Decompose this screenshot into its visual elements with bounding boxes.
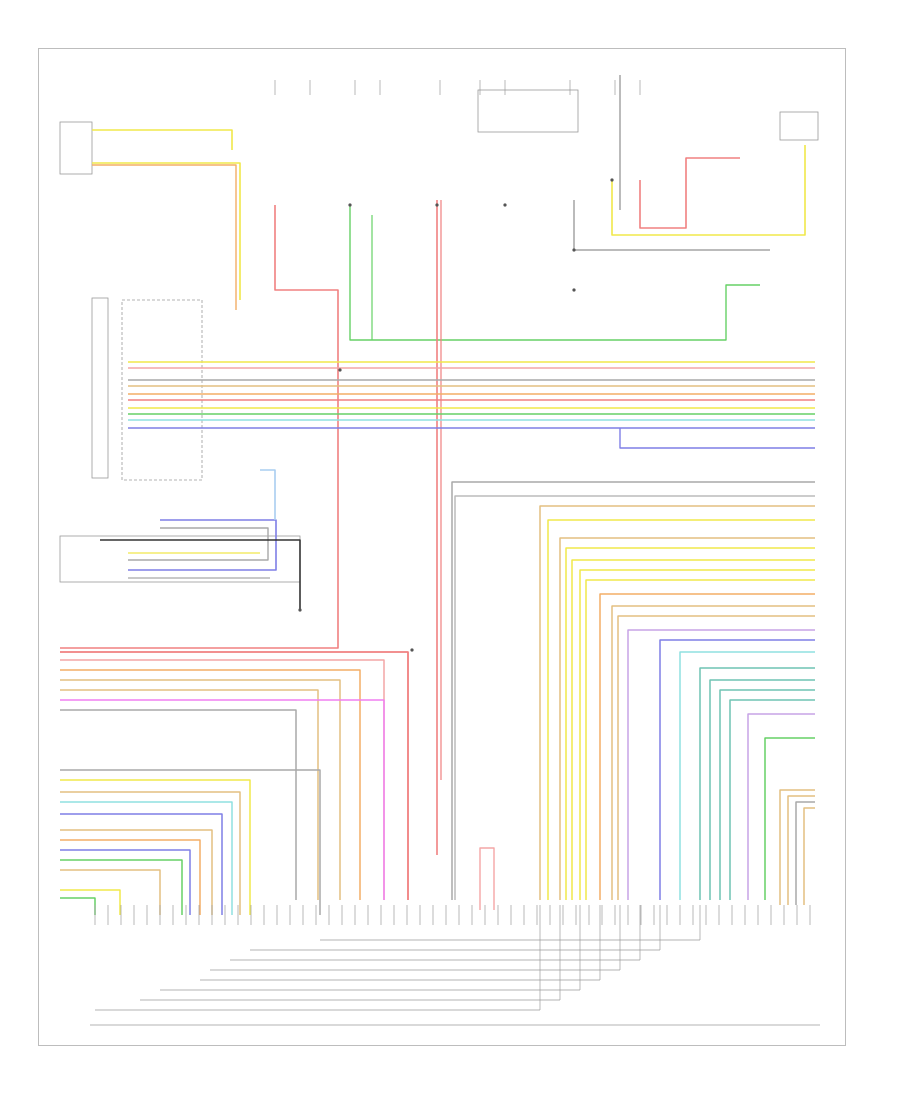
wire-right-17 — [719, 689, 815, 900]
battery-sensor-box — [59, 121, 93, 175]
splice-dot — [338, 368, 342, 372]
wire-left-lower-1 — [60, 779, 251, 915]
wire-right-13 — [659, 639, 815, 900]
wire-right-18 — [729, 699, 815, 900]
wire-right-20 — [764, 737, 815, 900]
splice-dot — [572, 288, 576, 292]
wire-right-8 — [585, 579, 815, 900]
wire-right-15 — [699, 667, 815, 900]
wire-right-9 — [599, 593, 815, 900]
wire-left-lower-9 — [60, 869, 161, 915]
right-sensor-box — [779, 111, 819, 141]
wire-left-lower-2 — [60, 791, 241, 915]
splice-dot — [435, 203, 439, 207]
wire-gray-sensor — [128, 527, 269, 561]
relay-box — [477, 89, 579, 133]
wire-right-bottom-2 — [795, 801, 815, 905]
wire-right-0 — [451, 481, 815, 900]
pin-column-box — [91, 297, 109, 479]
sensor-module-box — [59, 535, 301, 583]
wire-left-lower-0 — [60, 769, 321, 915]
wire-left-2 — [60, 669, 361, 900]
wire-gray-horizontal — [573, 200, 770, 251]
wire-right-12 — [627, 629, 815, 900]
wire-left-lower-5 — [60, 829, 213, 915]
diagram-sheet — [38, 48, 846, 1046]
splice-dot — [348, 203, 352, 207]
wire-right-19 — [747, 713, 815, 900]
wire-left-lower-10 — [60, 889, 121, 915]
wire-left-4 — [60, 689, 319, 900]
wire-left-lower-4 — [60, 813, 223, 915]
wire-right-1 — [454, 495, 815, 900]
wire-blue-sensor — [128, 519, 277, 571]
wire-left-lower-8 — [60, 859, 183, 915]
splice-dot — [572, 248, 576, 252]
wire-left-lower-11 — [60, 897, 96, 915]
wire-top-yellow-a — [92, 129, 233, 150]
splice-dot — [298, 608, 302, 612]
wire-right-bottom-0 — [779, 789, 815, 905]
wire-lightblue-down — [260, 469, 276, 520]
wire-right-3 — [547, 519, 815, 900]
wire-right-2 — [539, 505, 815, 900]
wire-left-red — [60, 651, 409, 900]
wire-right-5 — [565, 547, 815, 900]
wire-black-ground — [100, 539, 301, 610]
wire-right-7 — [579, 569, 815, 900]
wire-right-4 — [559, 537, 815, 900]
wire-left-6 — [60, 709, 297, 900]
wire-pink-hook — [479, 847, 495, 910]
wire-red-right — [639, 157, 740, 229]
wire-right-11 — [617, 615, 815, 900]
wire-left-lower-3 — [60, 801, 233, 915]
wire-top-orange — [92, 164, 237, 310]
wire-left-3 — [60, 679, 341, 900]
wire-right-14 — [679, 651, 815, 900]
splice-dot — [503, 203, 507, 207]
wire-top-yellow-b — [92, 162, 241, 300]
wire-right-bottom-3 — [803, 807, 815, 905]
wire-left-5 — [60, 699, 385, 900]
wire-red-loop-left — [60, 205, 339, 649]
wire-left-0 — [60, 651, 409, 900]
wire-yellow-right-loop — [611, 145, 806, 236]
wire-right-16 — [709, 679, 815, 900]
splice-dot — [410, 648, 414, 652]
wire-left-lower-7 — [60, 849, 191, 915]
wire-right-6 — [571, 559, 815, 900]
wire-right-10 — [611, 605, 815, 900]
splice-dot — [610, 178, 614, 182]
wire-left-lower-6 — [60, 839, 201, 915]
wire-blue-right-drop — [619, 428, 815, 449]
wire-right-bottom-1 — [787, 795, 815, 905]
left-module-connector-box — [121, 299, 203, 481]
wire-green-bus — [349, 205, 760, 341]
